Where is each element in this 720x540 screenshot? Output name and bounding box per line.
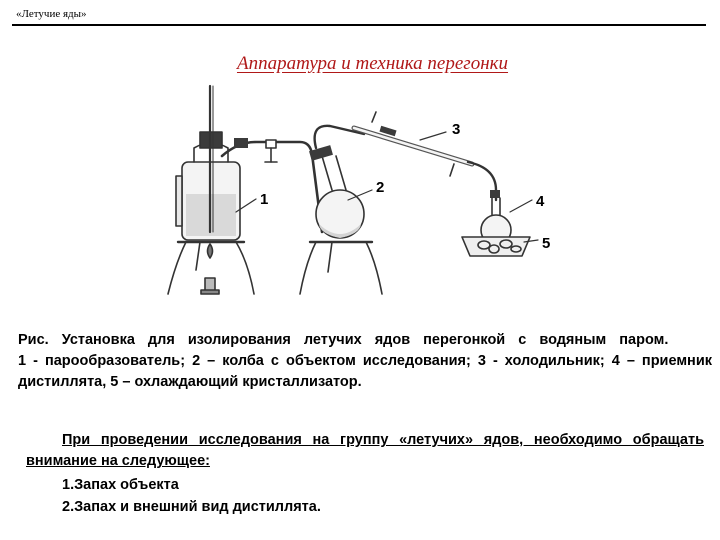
distillation-apparatus-figure: 1 2 3 4 5 xyxy=(150,82,570,308)
label-leaders xyxy=(235,131,539,243)
notes-intro: При проведении исследования на группу «л… xyxy=(26,432,704,469)
slide-title: Аппаратура и техника перегонки xyxy=(236,53,509,74)
condenser xyxy=(351,111,498,202)
label-receiver: 4 xyxy=(536,193,545,210)
sample-flask xyxy=(299,124,383,295)
notes-list: 1.Запах объекта 2.Запах и внешний вид ди… xyxy=(26,474,704,518)
header-title: «Летучие яды» xyxy=(16,8,87,20)
steam-tube xyxy=(220,138,324,234)
notes-section: При проведении исследования на группу «л… xyxy=(26,430,704,518)
caption-title: Рис. Установка для изолирования летучих … xyxy=(18,332,669,348)
list-item: 1.Запах объекта xyxy=(62,477,179,493)
label-crystallizer: 5 xyxy=(542,235,550,252)
header-divider xyxy=(12,24,706,26)
label-steam-generator: 1 xyxy=(260,191,268,208)
steam-generator xyxy=(167,84,255,295)
apparatus-illustration: 1 2 3 4 5 xyxy=(167,84,550,295)
label-sample-flask: 2 xyxy=(376,179,384,196)
caption-legend: 1 - парообразователь; 2 – колба с объект… xyxy=(18,353,712,390)
list-item: 2.Запах и внешний вид дистиллята. xyxy=(62,499,321,515)
figure-caption: Рис. Установка для изолирования летучих … xyxy=(18,330,712,393)
label-condenser: 3 xyxy=(452,121,460,138)
cooling-crystallizer xyxy=(461,236,531,257)
